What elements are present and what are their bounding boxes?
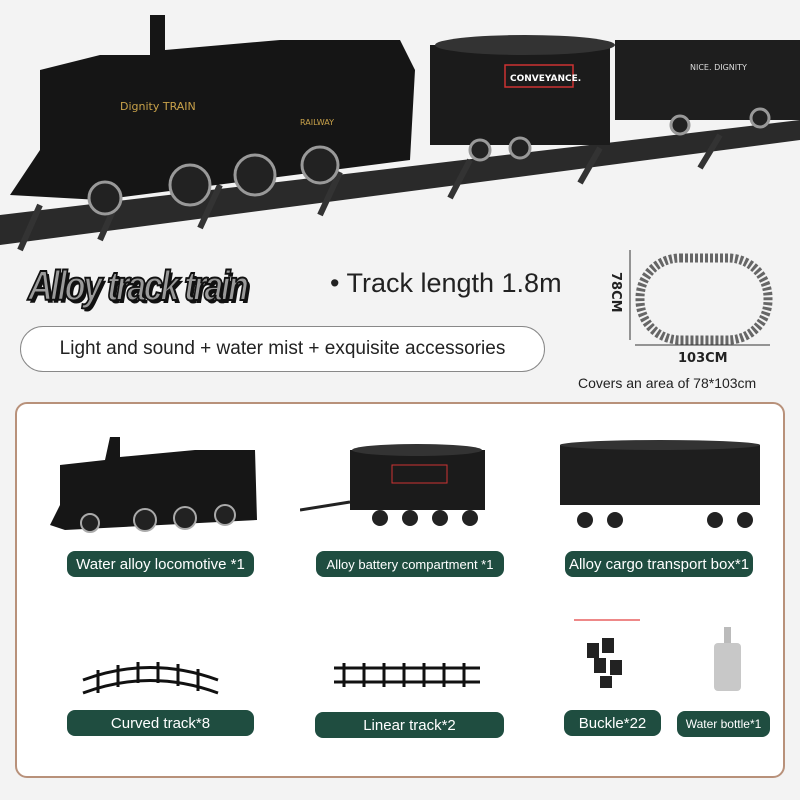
area-caption: Covers an area of 78*103cm xyxy=(578,375,757,391)
battery-car-image xyxy=(300,444,485,526)
label-cargo-box: Alloy cargo transport box*1 xyxy=(565,551,753,577)
features-pill: Light and sound + water mist + exquisite… xyxy=(20,326,545,372)
hopper-decal: NICE. DIGNITY xyxy=(690,63,747,72)
track-length: • Track length 1.8m xyxy=(330,268,562,298)
cargo-box-image xyxy=(560,440,760,528)
label-water-bottle: Water bottle*1 xyxy=(677,711,770,737)
label-curved-track: Curved track*8 xyxy=(67,710,254,736)
label-linear-track: Linear track*2 xyxy=(315,712,504,738)
linear-track-image xyxy=(334,663,480,687)
locomotive-image xyxy=(50,437,257,533)
height-label: 78CM xyxy=(608,272,623,313)
buckle-bag-image xyxy=(574,619,640,688)
width-label: 103CM xyxy=(678,351,728,366)
loco-decal: Dignity TRAIN xyxy=(120,100,196,113)
headline-title: Alloy track train xyxy=(27,261,250,310)
label-battery-compartment: Alloy battery compartment *1 xyxy=(316,551,504,577)
track-dimension-diagram: 78CM 103CM xyxy=(608,250,773,366)
label-buckle: Buckle*22 xyxy=(564,710,661,736)
water-bottle-image xyxy=(714,627,741,691)
curved-track-image xyxy=(82,662,219,695)
hero-train-photo: Dignity TRAIN RAILWAY CONVEYANCE. NICE. … xyxy=(0,15,800,252)
tender-decal: CONVEYANCE. xyxy=(510,74,581,84)
loco-side-decal: RAILWAY xyxy=(300,118,334,127)
label-locomotive: Water alloy locomotive *1 xyxy=(67,551,254,577)
